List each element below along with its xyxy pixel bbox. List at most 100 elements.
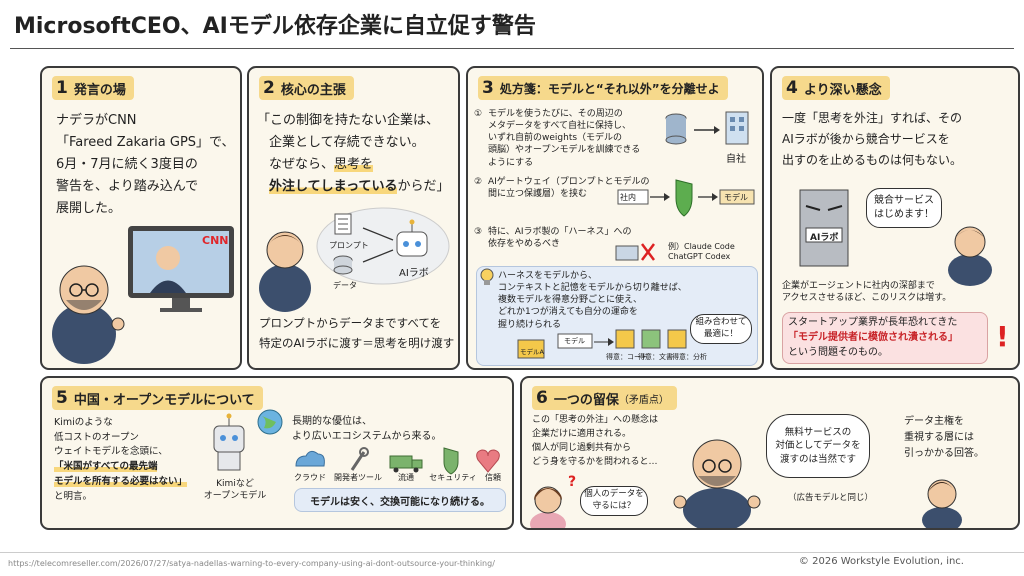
panel-title: 中国・オープンモデルについて — [73, 392, 255, 408]
panel-heading: 1 発言の場 — [52, 76, 134, 100]
source-url: https://telecomreseller.com/2026/07/27/s… — [8, 559, 495, 568]
panel-number: 5 — [56, 388, 68, 408]
ceo-answer-bubble: 無料サービスの対価としてデータを渡すのは当然です — [766, 414, 870, 478]
core-summary: プロンプトからデータまですべてを 特定のAIラボに渡す＝思考を明け渡す — [259, 314, 455, 353]
icon-label-trust: 信頼 — [485, 473, 501, 482]
icon-label-security: セキュリティ — [429, 473, 477, 482]
text-line: 展開した。 — [56, 201, 122, 217]
text-line: ナデラがCNN — [56, 113, 137, 128]
panel-heading: 6 一つの留保 （矛盾点） — [532, 386, 677, 410]
model-tag: モデル — [564, 337, 585, 345]
panel-number: 2 — [263, 78, 275, 98]
summary-line: プロンプトからデータまですべてを — [259, 316, 442, 330]
ai-lab-sign: AIラボ — [810, 233, 839, 243]
concern-text: 一度「思考を外注」すれば、その AIラボが後から競合サービスを 出すのを止めるも… — [782, 111, 963, 167]
item2-mark: ② — [474, 177, 483, 187]
strength-label-code: 得意：コード — [606, 353, 648, 361]
page-title: MicrosoftCEO、AIモデル依存企業に自立促す警告 — [14, 14, 536, 39]
panel-heading: 2 核心の主張 — [259, 76, 354, 100]
lightbulb-icon — [480, 268, 494, 285]
panel-china-open-models: 5 中国・オープンモデルについて Kimiのような 低コストのオープン ウェイト… — [40, 376, 514, 530]
panel-heading: 5 中国・オープンモデルについて — [52, 386, 263, 410]
kimi-text: Kimiのような 低コストのオープン ウェイトモデルを念頭に、 「米国がすべての… — [54, 417, 188, 502]
prompt-data-diagram — [316, 207, 450, 285]
gateway-out-label: モデル — [724, 193, 748, 202]
panel-number: 4 — [786, 78, 798, 98]
nadella-shrug-illustration — [673, 439, 761, 528]
panel-number: 3 — [482, 78, 494, 98]
icon-label-devtools: 開発者ツール — [334, 473, 382, 482]
puzzle-pieces-illustration — [517, 329, 687, 359]
panel-title: 核心の主張 — [280, 82, 346, 98]
own-company-label: 自社 — [726, 154, 746, 165]
icon-label-distribution: 流通 — [398, 473, 414, 482]
tv-icon — [128, 226, 234, 312]
harness-summary-text: ハーネスをモデルから、 コンテキストと記憶をモデルから切り離せば、 複数モデルを… — [498, 271, 687, 330]
quote-line: 「この制御を持たない企業は、 — [257, 113, 440, 128]
text-line: 警告を、より踏み込んで — [56, 179, 199, 195]
exclamation-icon: ! — [996, 320, 1009, 353]
model-commoditization-box: モデルは安く、交換可能になり続ける。 — [294, 488, 506, 512]
summary-line: 特定のAIラボに渡す＝思考を明け渡す — [259, 335, 455, 350]
item3-text: 特に、AIラボ製の「ハーネス」への 依存をやめるべき — [488, 227, 632, 250]
ecosystem-text: 長期的な優位は、 より広いエコシステムから来る。 — [292, 416, 442, 442]
panel-deeper-concern: 4 より深い懸念 一度「思考を外注」すれば、その AIラボが後から競合サービスを… — [770, 66, 1020, 370]
skeptical-man-illustration — [922, 479, 962, 528]
risk-note: 企業がエージェントに社内の深部まで アクセスさせるほど、このリスクは増す。 — [782, 281, 952, 304]
combine-bubble: 組み合わせて最適に！ — [690, 314, 752, 344]
panel-venue: 1 発言の場 ナデラがCNN 「Fareed Zakaria GPS」で、 6月… — [40, 66, 242, 370]
kimi-robot-globe-illustration — [213, 409, 283, 471]
data-sovereignty-text: データ主権を 重視する層には 引っかかる回答。 — [904, 416, 984, 459]
venue-text: ナデラがCNN 「Fareed Zakaria GPS」で、 6月・7月に続く3… — [56, 110, 240, 220]
strength-label-doc: 得意：文書 — [638, 353, 673, 361]
text-line: 6月・7月に続く3度目の — [56, 157, 198, 173]
harness-examples: 例）Claude Code ChatGPT Codex — [668, 242, 735, 262]
panel-title: 一つの留保 — [553, 392, 619, 408]
gateway-shield-icon — [617, 179, 755, 217]
businessman-illustration — [259, 231, 311, 312]
footer-divider — [0, 552, 1024, 553]
question-mark-icon: ? — [568, 474, 577, 490]
panel-number: 6 — [536, 388, 548, 408]
ai-lab-label: AIラボ — [399, 268, 429, 279]
item2-text: AIゲートウェイ（プロンプトとモデルの 間に立つ保護層）を挟む — [488, 177, 650, 200]
database-to-company-icon — [665, 111, 749, 145]
panel-title: より深い懸念 — [803, 82, 882, 98]
panel-reservation: 6 一つの留保 （矛盾点） この「思考の外注」への懸念は 企業だけに適用される。… — [520, 376, 1020, 530]
quote-line: なぜなら、思考を — [269, 157, 374, 173]
ai-lab-building-illustration — [799, 189, 849, 267]
privacy-question-bubble: 個人のデータを守るには？ — [580, 486, 648, 516]
item1-mark: ① — [474, 109, 483, 119]
warning-box — [782, 312, 988, 364]
panel-core-claim: 2 核心の主張 「この制御を持たない企業は、 企業として存続できない。 なぜなら… — [247, 66, 460, 370]
item1-text: モデルを使うたびに、その周辺の メタデータをすべて自社に保持し、 いずれ自前のw… — [488, 109, 641, 168]
copyright: © 2026 Workstyle Evolution, inc. — [798, 556, 964, 567]
quote-line: 外注してしまっているからだ」 — [269, 179, 450, 195]
woman-illustration — [530, 486, 566, 528]
text-line: 「Fareed Zakaria GPS」で、 — [56, 135, 235, 151]
core-quote: 「この制御を持たない企業は、 企業として存続できない。 なぜなら、思考を 外注し… — [257, 110, 457, 198]
competitor-bubble: 競合サービスはじめます！ — [866, 188, 942, 228]
ad-model-note: （広告モデルと同じ） — [788, 493, 874, 503]
quote-line: 企業として存続できない。 — [269, 135, 425, 151]
model-a-tag: モデルA — [520, 348, 544, 356]
panel-number: 1 — [56, 78, 68, 98]
icon-label-cloud: クラウド — [294, 473, 326, 482]
ecosystem-icons — [295, 447, 500, 475]
reservation-text: この「思考の外注」への懸念は 企業だけに適用される。 個人が同じ過剰共有から ど… — [532, 415, 659, 467]
harness-cross-icon — [615, 243, 655, 261]
panel-heading: 4 より深い懸念 — [782, 76, 890, 100]
panel-subtitle: （矛盾点） — [618, 394, 669, 406]
prompt-label: プロンプト — [329, 241, 369, 250]
strength-label-analysis: 得意：分析 — [672, 353, 707, 361]
gateway-in-label: 社内 — [620, 193, 636, 202]
title-divider — [10, 48, 1014, 49]
worried-man-illustration — [948, 226, 992, 286]
panel-prescription: 3 処方箋：モデルと“それ以外”を分離せよ ① モデルを使うたびに、その周辺の … — [466, 66, 764, 370]
panel-title: 発言の場 — [73, 82, 126, 98]
kimi-label: Kimiなど オープンモデル — [203, 479, 267, 502]
cnn-logo: CNN — [202, 234, 229, 247]
data-label: データ — [333, 281, 357, 290]
nadella-illustration — [52, 265, 125, 364]
panel-heading: 3 処方箋：モデルと“それ以外”を分離せよ — [478, 76, 728, 100]
